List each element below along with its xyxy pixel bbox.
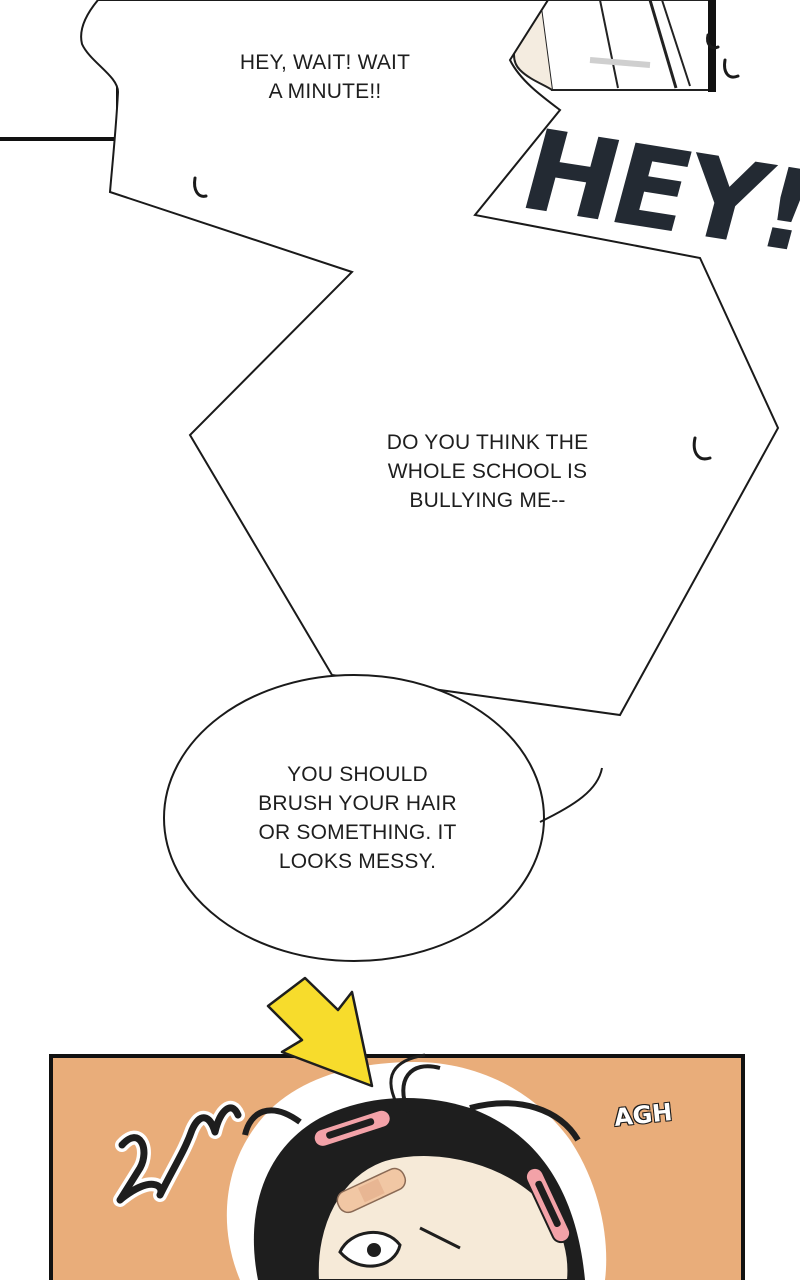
pointer-arrow [266,976,374,1088]
bottom-panel [49,1053,745,1280]
sweat-marks [193,33,740,461]
speech-bubble-bullying: DO YOU THINK THE WHOLE SCHOOL IS BULLYIN… [386,431,589,512]
top-right-character [512,0,716,92]
speech-bubble-wait: HEY, WAIT! WAIT A MINUTE!! [239,51,411,103]
jagged-bubble [80,0,780,717]
sfx-agh: AGH [612,1097,674,1132]
oval-bubble [163,674,603,962]
speech-bubble-hair: YOU SHOULD BRUSH YOUR HAIR OR SOMETHING.… [258,763,457,873]
